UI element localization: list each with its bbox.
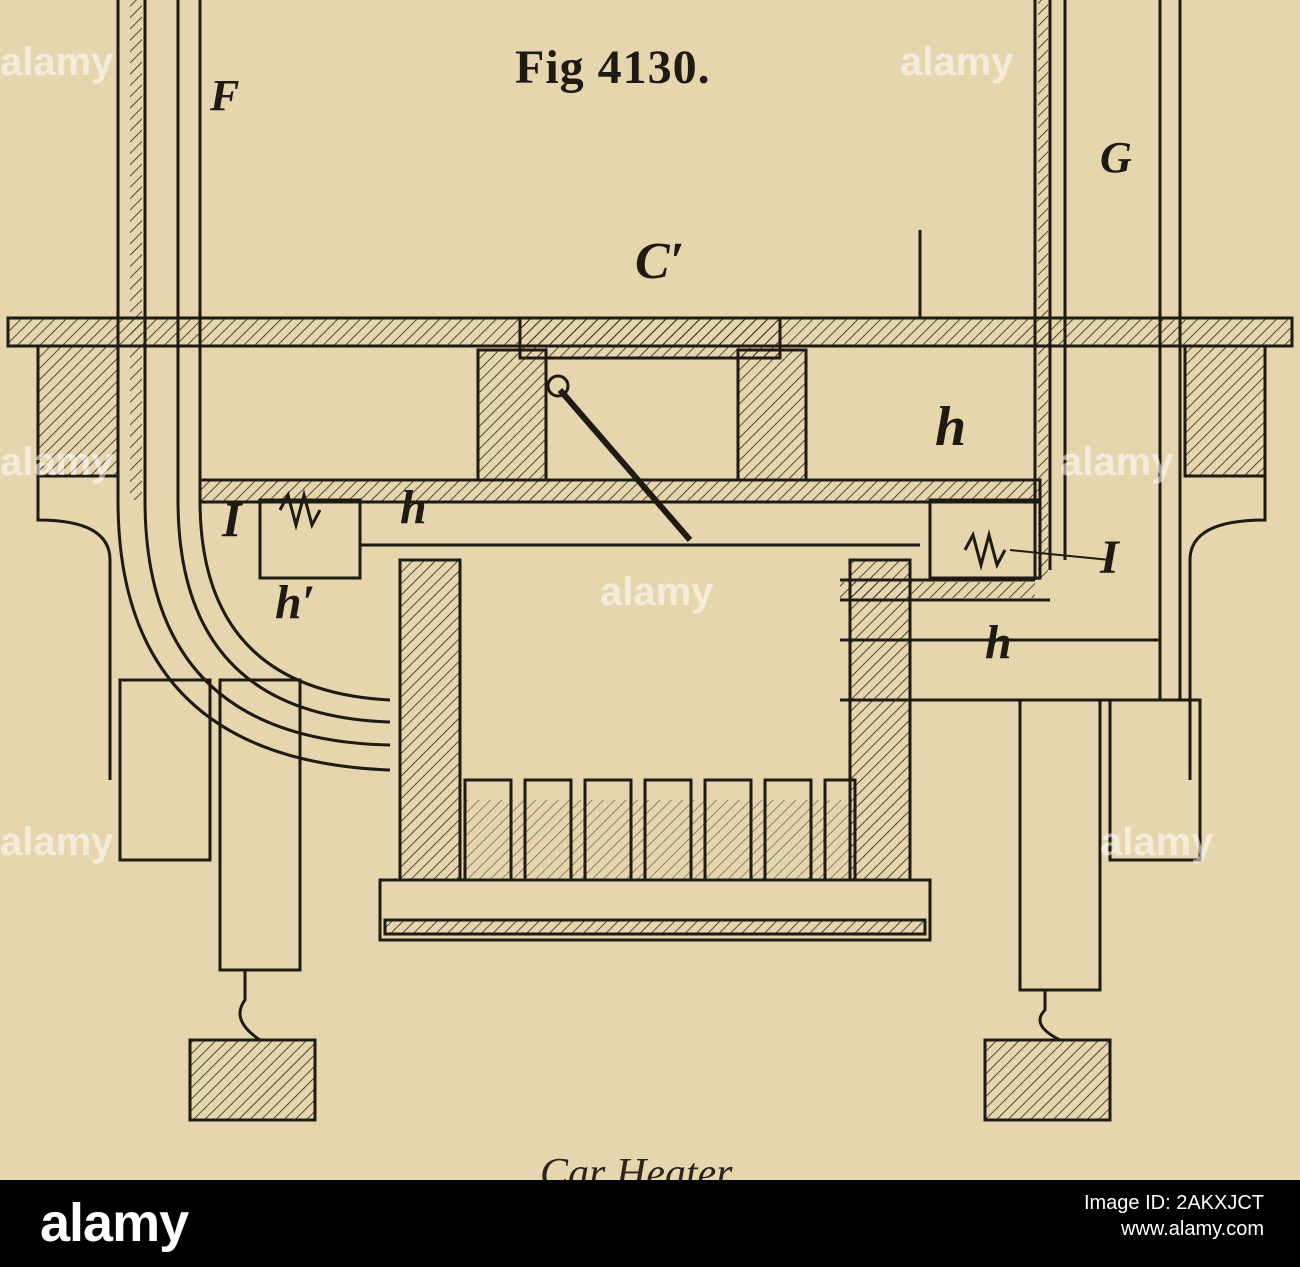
label-g: G [1100, 133, 1132, 182]
pipe-f [116, 0, 391, 772]
watermark: alamy [0, 40, 114, 84]
label-h-upper: h [935, 396, 967, 458]
watermark: alamy [0, 820, 114, 864]
watermark: alamy [0, 440, 114, 484]
label-f: F [210, 71, 240, 120]
footer-image-id: Image ID: 2AKXJCT www.alamy.com [1084, 1190, 1264, 1242]
label-i-left: I [222, 491, 242, 547]
site-url: www.alamy.com [1121, 1218, 1264, 1240]
label-h-prime: h′ [275, 576, 316, 629]
label-c-prime: C′ [635, 233, 685, 290]
watermark: alamy [900, 40, 1014, 84]
figure-title: Fig 4130. [515, 41, 711, 94]
watermark: alamy [1060, 440, 1174, 484]
footer-logo: alamy [40, 1193, 189, 1253]
label-h-left: h [400, 481, 427, 534]
footer-bar: alamy Image ID: 2AKXJCT www.alamy.com [0, 1180, 1300, 1267]
watermark: alamy [600, 570, 714, 614]
label-i-right: I [1100, 531, 1119, 584]
image-id-label: Image ID: 2AKXJCT [1083, 1192, 1264, 1214]
watermark: alamy [1100, 820, 1214, 864]
car-heater-drawing [6, 0, 1294, 1122]
engraving-figure: Fig 4130. F G C′ h h h′ h I I Car Heater… [0, 0, 1294, 1197]
grate-bars [463, 778, 857, 882]
label-h-right: h [985, 616, 1012, 669]
top-plate [6, 230, 1294, 360]
